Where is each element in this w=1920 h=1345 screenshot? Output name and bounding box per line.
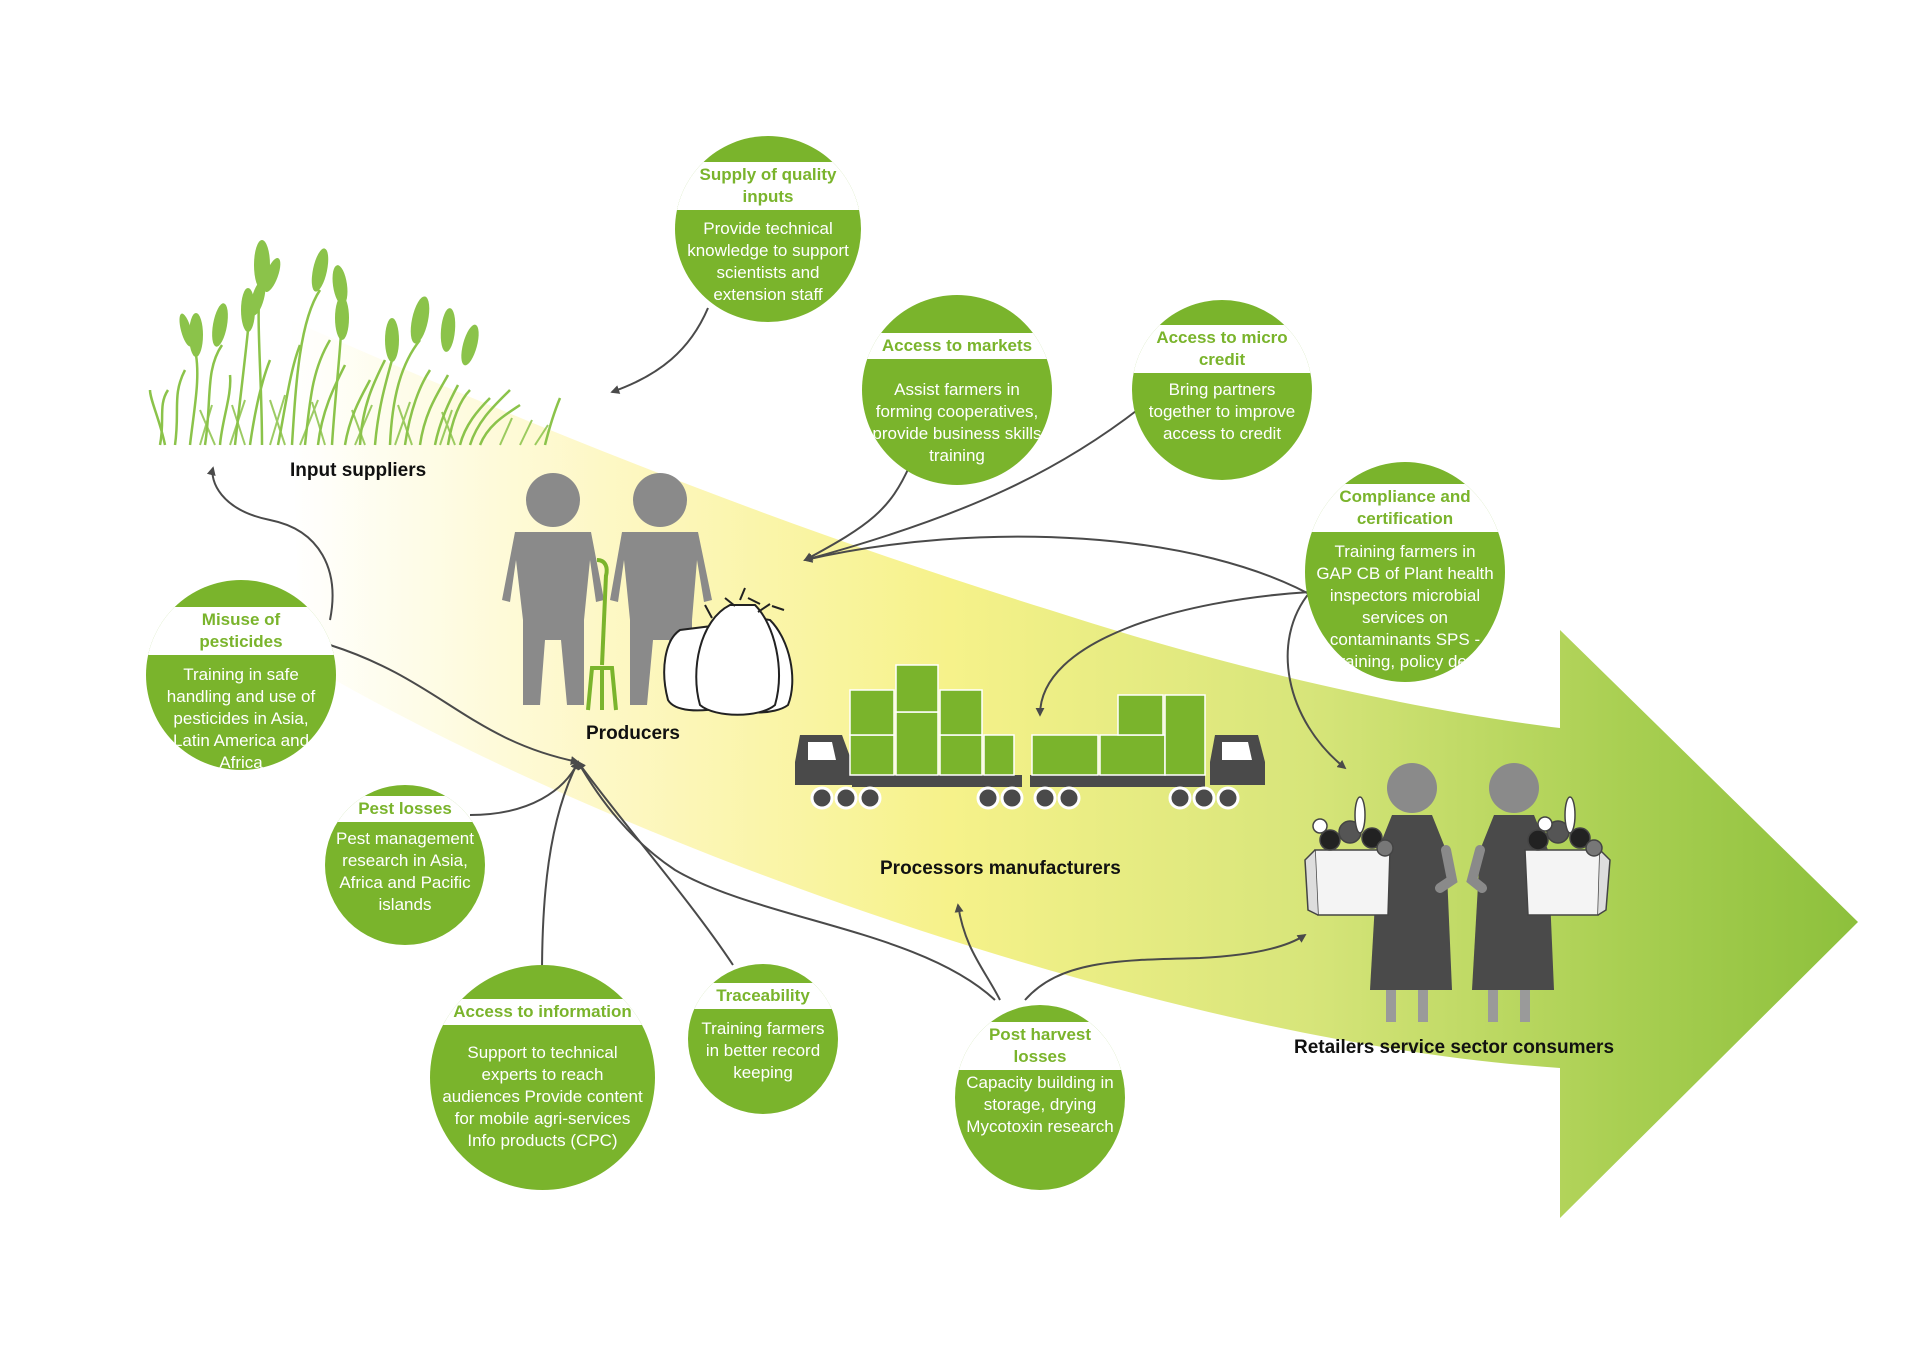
grocery-bag-icon (1304, 796, 1394, 916)
arrow-traceability-to-producers (576, 760, 734, 966)
circle-title: Post harvest losses (955, 1021, 1125, 1070)
arrow-postharvest-to-producers (577, 760, 996, 1001)
circle-traceability: Traceability Training farmers in better … (688, 964, 838, 1114)
arrow-pesticides-to-input-suppliers (206, 466, 334, 621)
arrow-compliance-to-producers (803, 535, 1321, 601)
circle-pest-losses: Pest losses Pest management research in … (325, 785, 485, 945)
producers-label: Producers (586, 723, 680, 744)
circle-body: Training in safe handling and use of pes… (166, 664, 316, 770)
circle-title: Access to information (430, 999, 655, 1026)
circle-title: Pest losses (325, 795, 485, 822)
arrow-postharvest-to-retailers (1024, 934, 1307, 1001)
circle-body: Capacity building in storage, drying Myc… (966, 1072, 1114, 1136)
circle-body: Provide technical knowledge to support s… (687, 218, 849, 304)
circle-supply-of-quality-inputs: Supply of quality inputs Provide technic… (675, 136, 861, 322)
circle-body: Pest management research in Asia, Africa… (336, 829, 474, 915)
arrow-information-to-producers (541, 760, 579, 976)
circle-title: Supply of quality inputs (675, 162, 861, 211)
truck-icon (795, 664, 1265, 810)
circle-title: Traceability (688, 982, 838, 1009)
arrow-compliance-to-processors (1035, 591, 1311, 717)
processors-label: Processors manufacturers (880, 858, 1121, 879)
circle-access-to-micro-credit: Access to micro credit Bring partners to… (1132, 300, 1312, 480)
grocery-bag-icon (1524, 796, 1611, 916)
retailers-label: Retailers service sector consumers (1294, 1037, 1615, 1058)
circle-access-to-markets: Access to markets Assist farmers in form… (862, 295, 1052, 485)
input-suppliers-label: Input suppliers (290, 460, 427, 481)
connector-arrows (206, 307, 1347, 1001)
grain-sacks-icon (663, 587, 794, 716)
circle-title: Compliance and certification (1305, 484, 1505, 533)
circle-title: Access to markets (862, 333, 1052, 360)
circle-body: Training farmers in better record keepin… (701, 1019, 825, 1082)
circle-body: Assist farmers in forming cooperatives, … (872, 379, 1042, 465)
arrow-compliance-to-retailers (1286, 591, 1347, 770)
circle-misuse-of-pesticides: Misuse of pesticides Training in safe ha… (146, 580, 336, 770)
circle-body: Bring partners together to improve acces… (1148, 380, 1296, 444)
arrow-postharvest-to-processors (954, 903, 1001, 1001)
circle-body: Support to technical experts to reach au… (442, 1042, 643, 1150)
wheat-field-icon (148, 240, 562, 446)
arrow-pesticides-to-producers (329, 644, 580, 765)
circle-compliance-and-certification: Compliance and certification Training fa… (1305, 462, 1505, 682)
arrow-supply-to-producers (610, 307, 709, 394)
pitchfork-icon (586, 558, 618, 711)
circle-title: Misuse of pesticides (146, 607, 336, 656)
circle-access-to-information: Access to information Support to technic… (430, 965, 655, 1190)
arrow-credit-to-producers (803, 407, 1141, 563)
arrow-markets-to-producers (803, 464, 911, 561)
circle-post-harvest-losses: Post harvest losses Capacity building in… (955, 1005, 1125, 1190)
circle-body: Training farmers in GAP CB of Plant heal… (1316, 542, 1494, 672)
circle-title: Access to micro credit (1132, 324, 1312, 373)
